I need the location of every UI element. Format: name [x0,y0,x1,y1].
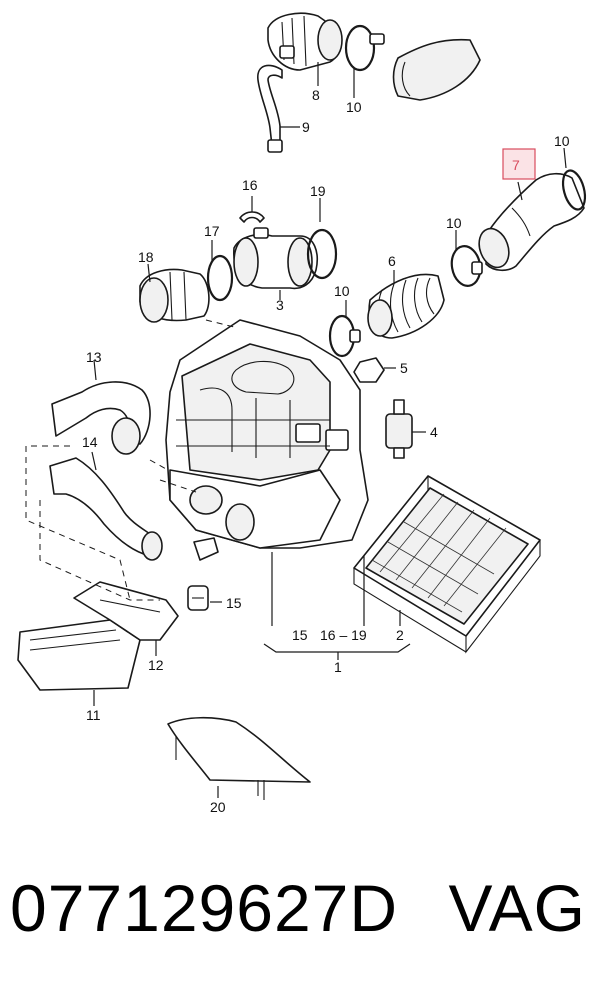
rubber-mount-4 [385,399,413,459]
exploded-parts-diagram: 8 10 9 10 7 16 19 10 17 18 6 10 3 13 5 4… [17,12,587,815]
callout-18: 18 [138,249,154,265]
air-mass-meter-3 [233,227,318,290]
air-filter-element-2 [353,475,541,654]
callout-17: 17 [204,223,220,239]
bracket-16 [239,211,265,223]
hose-clamp-6 [328,314,361,358]
intake-duct-top [392,38,481,101]
sensor-15 [187,537,219,611]
air-filter-housing [165,319,369,549]
callout-10-right: 10 [554,133,570,149]
air-mass-meter-top [267,12,343,71]
callout-10-top: 10 [346,99,362,115]
callout-1: 1 [334,659,342,675]
callout-10-lower: 10 [334,283,350,299]
cover-plate-20 [167,716,311,800]
callout-15-group: 15 [292,627,308,643]
callout-5: 5 [400,360,408,376]
seal-ring-17 [206,254,234,302]
fitting-5 [353,357,385,383]
highlight-box-7 [502,148,536,180]
callout-15-sensor: 15 [226,595,242,611]
intake-connector-18 [139,268,210,323]
callout-12: 12 [148,657,164,673]
part-footer: 077129627D VAG [0,858,600,968]
callout-19: 19 [310,183,326,199]
seal-ring-19 [306,228,338,280]
intake-scoop-11 [17,619,141,691]
bracket-12 [73,581,179,641]
callout-20: 20 [210,799,226,815]
callout-10-mid: 10 [446,215,462,231]
callout-16-19: 16 – 19 [320,627,367,643]
callout-7: 7 [512,157,520,173]
bellows-hose-6 [367,273,445,339]
callout-2: 2 [396,627,404,643]
callout-9: 9 [302,119,310,135]
intake-duct-13 [51,381,151,455]
intake-duct-14 [49,457,163,561]
callout-3: 3 [276,297,284,313]
hose-clamp-7-bottom [450,245,483,287]
callout-16: 16 [242,177,258,193]
hose-clamp-7-top [561,169,587,211]
hose-clamp-top [344,24,385,72]
part-number: 077129627D [10,871,399,945]
intake-tube-7 [478,172,585,272]
callout-6: 6 [388,253,396,269]
callout-13: 13 [86,349,102,365]
callout-8: 8 [312,87,320,103]
callout-11: 11 [86,707,101,723]
brand-label: VAG [448,871,586,945]
callout-14: 14 [82,434,98,450]
callout-4: 4 [430,424,438,440]
breather-hose [257,64,283,153]
